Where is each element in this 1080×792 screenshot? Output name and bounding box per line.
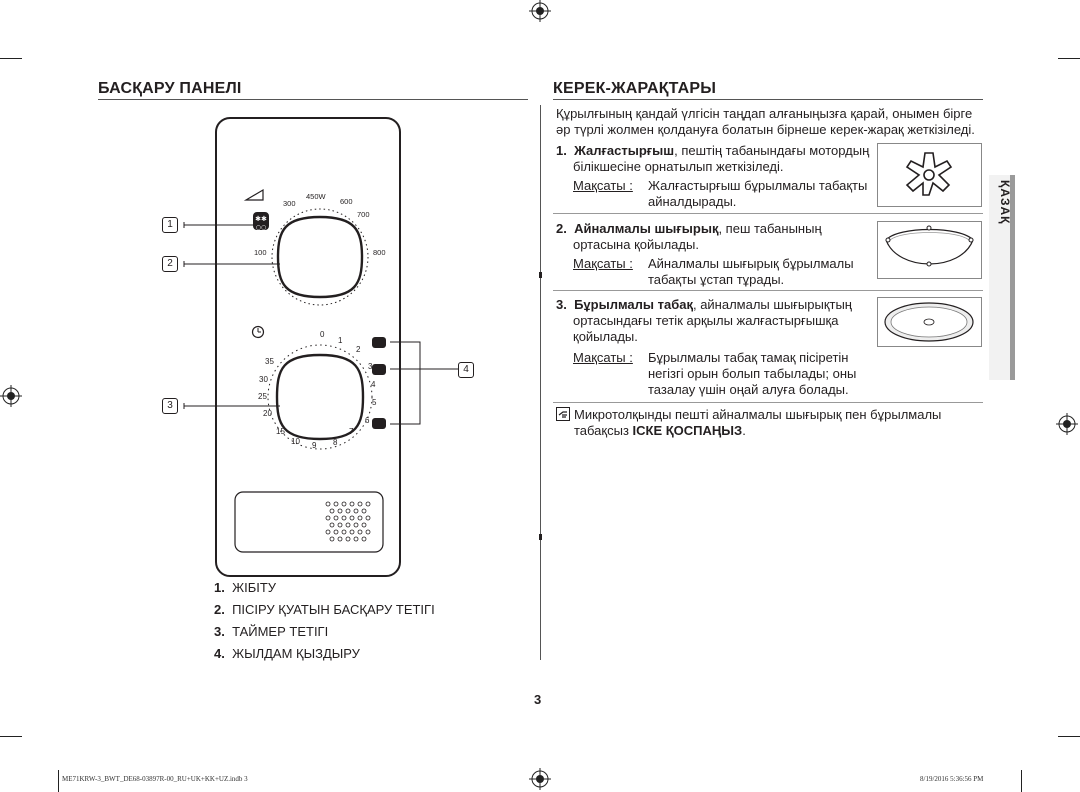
svg-text:25: 25 <box>258 392 267 401</box>
accessory-1-desc: білікшесіне орнатылып жеткізіледі. <box>573 159 784 174</box>
crop-mark <box>58 770 59 792</box>
accessory-3-purpose: Бұрылмалы табақ тамақ пісіретін <box>648 350 849 365</box>
coupler-icon <box>905 152 953 196</box>
svg-text:2: 2 <box>356 345 361 354</box>
svg-text:300: 300 <box>283 199 296 208</box>
roller-ring-icon <box>885 225 974 267</box>
legend-item-3: 3. ТАЙМЕР ТЕТІГІ <box>214 624 329 639</box>
svg-text:3: 3 <box>368 362 373 371</box>
control-panel-heading: БАСҚАРУ ПАНЕЛІ <box>98 80 242 97</box>
callout-3: 3 <box>162 398 178 414</box>
control-panel-illustration: ✱✱ ○○ 300 450W 600 700 100 800 0 1 2 3 4 5 6… <box>183 117 458 577</box>
turntable-icon <box>884 302 974 342</box>
accessory-3-purpose-3: тазалау үшін оңай алуға болады. <box>648 382 849 397</box>
svg-text:○○: ○○ <box>256 224 266 231</box>
crop-mark <box>1058 58 1080 59</box>
page-number: 3 <box>534 692 542 707</box>
svg-text:7: 7 <box>349 427 354 436</box>
legend-item-1: 1. ЖІБІТУ <box>214 580 277 595</box>
svg-text:4: 4 <box>371 380 376 389</box>
item-separator <box>553 402 983 403</box>
crop-mark <box>0 736 22 737</box>
heading-rule <box>98 99 528 100</box>
svg-text:0: 0 <box>320 330 325 339</box>
crop-mark <box>1021 770 1022 792</box>
registration-mark-icon <box>529 0 551 22</box>
accessory-1-text: 1. Жалғастырғыш, пештің табанындағы мото… <box>556 143 870 158</box>
svg-text:15: 15 <box>276 427 285 436</box>
accessory-1-purpose: Жалғастырғыш бұрылмалы табақты <box>648 178 868 193</box>
svg-text:8: 8 <box>333 438 338 447</box>
accessory-2-desc: ортасына қойылады. <box>573 237 699 252</box>
accessory-3-desc-2: қойылады. <box>573 329 638 344</box>
accessory-2-purpose-label: Мақсаты : <box>573 256 633 271</box>
intro-line-2: әр түрлі жолмен қолдануға болатын бірнеш… <box>556 122 975 137</box>
accessory-2-purpose-2: табақты ұстап тұрады. <box>648 272 785 287</box>
registration-mark-icon <box>1056 413 1078 435</box>
heading-rule <box>553 99 983 100</box>
item-separator <box>553 213 983 214</box>
crop-mark <box>0 58 22 59</box>
note-line-2: табақсыз ІСКЕ ҚОСПАҢЫЗ. <box>574 423 746 438</box>
accessory-1-purpose-label: Мақсаты : <box>573 178 633 193</box>
accessories-heading: КЕРЕК-ЖАРАҚТАРЫ <box>553 80 717 97</box>
callout-4: 4 <box>458 362 474 378</box>
note-line-1: Микротолқынды пешті айналмалы шығырық пе… <box>574 407 942 422</box>
legend-item-2: 2. ПІСІРУ ҚУАТЫН БАСҚАРУ ТЕТІГІ <box>214 602 435 617</box>
item-separator <box>553 290 983 291</box>
callout-1: 1 <box>162 217 178 233</box>
svg-text:800: 800 <box>373 248 386 257</box>
registration-mark-icon <box>529 768 551 790</box>
accessory-1-purpose-2: айналдырады. <box>648 194 737 209</box>
accessory-3-desc: ортасындағы тетік арқылы жалғастырғышқа <box>573 313 839 328</box>
accessory-3-text: 3. Бұрылмалы табақ, айналмалы шығырықтың <box>556 297 852 312</box>
accessory-3-purpose-2: негізгі орын болып табылады; оны <box>648 366 857 381</box>
coupler-image <box>877 143 982 207</box>
svg-text:20: 20 <box>263 409 272 418</box>
accessory-3-purpose-label: Мақсаты : <box>573 350 633 365</box>
language-side-tab <box>989 175 1015 380</box>
fold-mark <box>539 272 542 278</box>
accessory-2-text: 2. Айналмалы шығырық, пеш табанының <box>556 221 822 236</box>
svg-text:450W: 450W <box>306 192 327 201</box>
turntable-image <box>877 297 982 347</box>
svg-text:30: 30 <box>259 375 268 384</box>
registration-mark-icon <box>0 385 22 407</box>
language-side-label: ҚАЗАҚ <box>998 180 1012 225</box>
column-divider <box>540 105 541 660</box>
svg-text:700: 700 <box>357 210 370 219</box>
footer-file-info: ME71KRW-3_BWT_DE68-03897R-00_RU+UK+KK+UZ… <box>62 775 248 783</box>
svg-text:35: 35 <box>265 357 274 366</box>
crop-mark <box>1058 736 1080 737</box>
svg-text:6: 6 <box>365 416 370 425</box>
footer-timestamp: 8/19/2016 5:36:56 PM <box>920 775 984 783</box>
intro-line-1: Құрылғының қандай үлгісін таңдап алғаның… <box>556 106 973 121</box>
accessory-2-purpose: Айналмалы шығырық бұрылмалы <box>648 256 854 271</box>
svg-text:600: 600 <box>340 197 353 206</box>
svg-text:10: 10 <box>291 437 300 446</box>
svg-text:9: 9 <box>312 441 317 450</box>
note-hand-icon <box>556 407 570 421</box>
callout-2: 2 <box>162 256 178 272</box>
svg-text:✱✱: ✱✱ <box>255 215 267 223</box>
svg-text:5: 5 <box>372 398 377 407</box>
legend-item-4: 4. ЖЫЛДАМ ҚЫЗДЫРУ <box>214 646 360 661</box>
roller-ring-image <box>877 221 982 279</box>
svg-text:1: 1 <box>338 336 343 345</box>
fold-mark <box>539 534 542 540</box>
svg-text:100: 100 <box>254 248 267 257</box>
